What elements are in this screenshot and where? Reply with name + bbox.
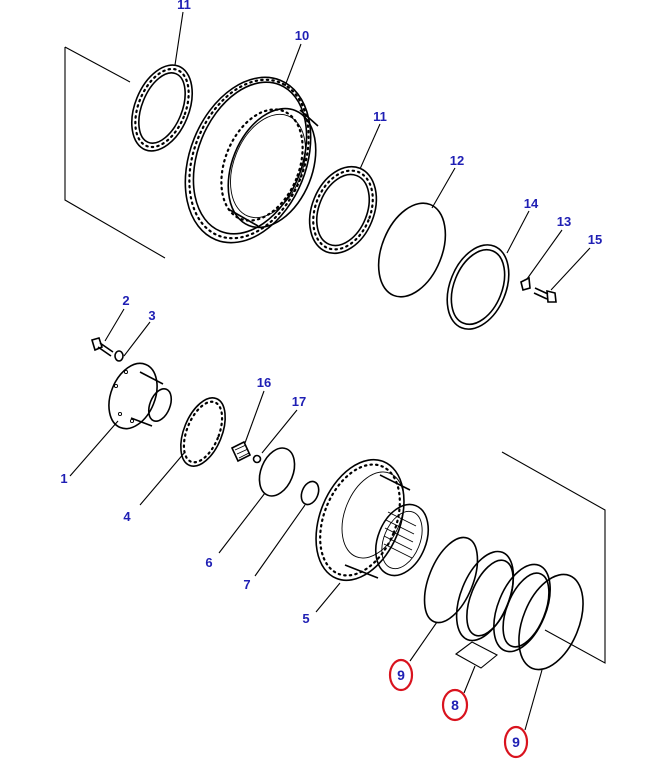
upper-assembly [64, 46, 557, 330]
part-2-bolt [91, 337, 114, 357]
lower-axis-line [501, 451, 606, 664]
part-11-ring-b [308, 165, 378, 255]
part-14-thrust-ring [446, 244, 510, 330]
part-9-seal-ring-a [423, 536, 479, 624]
highlight-ring-9-a [388, 658, 414, 692]
callout-12: 12 [450, 153, 464, 168]
callout-3: 3 [148, 308, 155, 323]
callout-13: 13 [557, 214, 571, 229]
callout-11-a: 11 [177, 0, 191, 12]
part-10-ring-gear [184, 76, 319, 244]
part-16-plug [230, 440, 252, 463]
part-1-flange-hub [108, 362, 173, 430]
callout-9-a: 9 [397, 667, 405, 683]
part-15-bolt [533, 287, 557, 303]
part-9-seal-ring-b [518, 573, 584, 671]
highlight-ring-8 [441, 688, 469, 722]
callout-5: 5 [302, 611, 309, 626]
callout-11-b: 11 [373, 109, 387, 124]
callout-7: 7 [243, 577, 250, 592]
part-7-ring [300, 480, 320, 506]
part-5-spindle-housing [315, 458, 430, 582]
callout-4: 4 [123, 509, 131, 524]
leader-lines [69, 11, 591, 731]
callout-2: 2 [122, 293, 129, 308]
callout-9-b: 9 [512, 734, 520, 750]
callout-6: 6 [205, 555, 212, 570]
callout-16: 16 [257, 375, 271, 390]
highlight-ring-9-b [503, 725, 529, 759]
callout-17: 17 [292, 394, 306, 409]
part-3-washer [114, 350, 124, 362]
part-6-o-ring [258, 447, 296, 497]
part-11-ring-a [131, 64, 193, 152]
callout-1: 1 [60, 471, 67, 486]
callout-15: 15 [588, 232, 602, 247]
part-12-o-ring [377, 202, 447, 298]
callout-8: 8 [451, 697, 459, 713]
callout-14: 14 [524, 196, 539, 211]
upper-axis-line [64, 46, 166, 259]
part-13-washer [520, 276, 531, 291]
part-8-floating-seal [454, 550, 551, 669]
callout-labels: 11 10 11 12 14 13 15 2 3 1 16 17 4 6 7 5… [60, 0, 602, 759]
part-4-gasket [180, 397, 226, 467]
lower-assembly [91, 337, 606, 671]
callout-10: 10 [295, 28, 309, 43]
part-17-seal [252, 454, 262, 464]
